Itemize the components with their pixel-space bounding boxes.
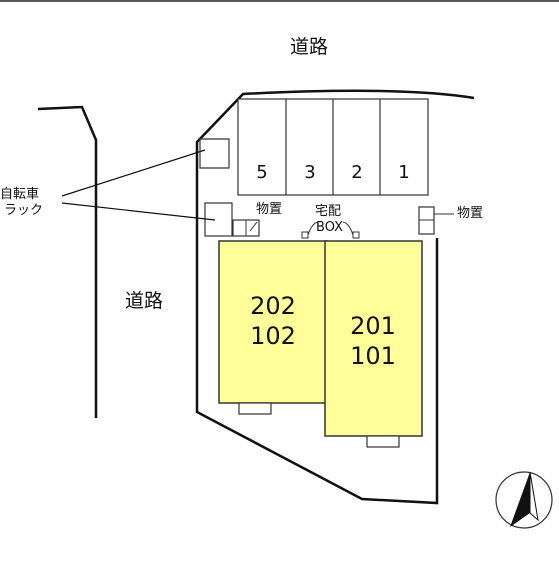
unit-number-202: 202 <box>250 292 296 320</box>
leader-line <box>61 149 206 197</box>
entrance-step-right <box>366 435 400 448</box>
unit-number-101: 101 <box>350 342 396 370</box>
delivery-box-left-leg <box>301 231 309 239</box>
bicycle-rack-area-corner <box>199 138 230 169</box>
left-road-edge <box>37 105 98 418</box>
delivery-box-label-line2: BOX <box>316 220 343 235</box>
delivery-box-right-leg <box>352 231 360 239</box>
parking-space-1: 1 <box>398 162 410 183</box>
bicycle-rack-label-line1: 自転車 <box>0 187 40 202</box>
site-boundary <box>195 89 475 505</box>
storage-right-label: 物置 <box>457 206 484 221</box>
road-label-top: 道路 <box>290 36 329 58</box>
entrance-step-left <box>238 402 272 415</box>
building-left <box>218 240 328 404</box>
north-arrow-icon <box>495 471 553 529</box>
storage-left-label: 物置 <box>256 202 283 217</box>
building-right <box>324 240 423 437</box>
parking-space-5: 5 <box>256 162 268 183</box>
delivery-box-bracket-right <box>342 221 354 236</box>
parking-space-2: 2 <box>351 162 363 183</box>
storage-left-mark <box>249 221 258 232</box>
delivery-box-bracket-left <box>307 221 319 236</box>
parking-space-3: 3 <box>304 162 316 183</box>
unit-number-102: 102 <box>250 322 296 350</box>
delivery-box-label-line1: 宅配 <box>315 204 342 219</box>
unit-number-201: 201 <box>350 312 396 340</box>
bicycle-rack-label-line2: ラック <box>4 203 44 218</box>
leader-line <box>61 202 216 221</box>
road-label-left: 道路 <box>125 290 164 312</box>
